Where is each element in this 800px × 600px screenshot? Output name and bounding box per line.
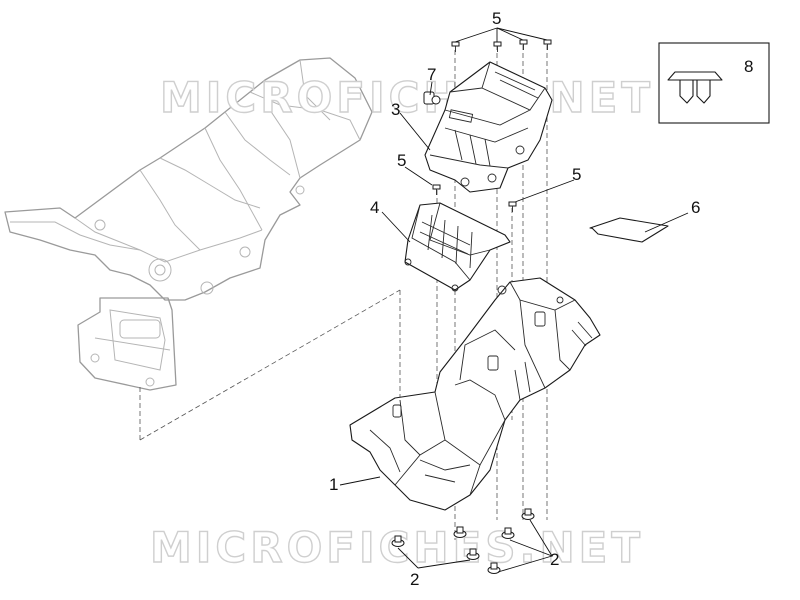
- callout-5-top: 5: [492, 9, 501, 28]
- leader-lines: [339, 27, 689, 573]
- callout-2-right: 2: [550, 550, 559, 569]
- part-5-screws: [432, 39, 552, 212]
- part-2-fasteners: [391, 508, 535, 574]
- part-7-clip: [423, 91, 441, 105]
- callout-2-left: 2: [410, 570, 419, 589]
- screw: [493, 41, 502, 52]
- screw: [508, 201, 517, 212]
- callout-1: 1: [329, 475, 338, 494]
- screw: [451, 41, 460, 52]
- callout-5-left: 5: [397, 151, 406, 170]
- washer: [391, 535, 405, 547]
- part-4-tray: [404, 202, 511, 292]
- chassis-frame: [4, 57, 373, 391]
- callout-4: 4: [370, 198, 379, 217]
- watermark-top: MICROFICHES.NET: [160, 73, 654, 122]
- callout-5-right: 5: [572, 165, 581, 184]
- callout-8: 8: [744, 57, 753, 76]
- callouts: 1 2 2 3 4 5 5 5 6 7 8: [329, 9, 753, 589]
- part-8-inset-box: [658, 42, 770, 124]
- screw: [543, 39, 552, 50]
- washer: [453, 526, 467, 538]
- watermark-bottom: MICROFICHES.NET: [150, 523, 644, 572]
- callout-6: 6: [691, 198, 700, 217]
- washer: [487, 562, 501, 574]
- callout-3: 3: [391, 100, 400, 119]
- part-3-upper-bracket: [424, 61, 553, 193]
- screw: [432, 184, 441, 195]
- screw: [519, 39, 528, 50]
- part-1-storage-compartment: [349, 277, 601, 511]
- callout-7: 7: [427, 65, 436, 84]
- washer: [466, 548, 480, 560]
- washer: [501, 527, 515, 539]
- washer: [521, 508, 535, 520]
- part-6-label: [589, 217, 669, 243]
